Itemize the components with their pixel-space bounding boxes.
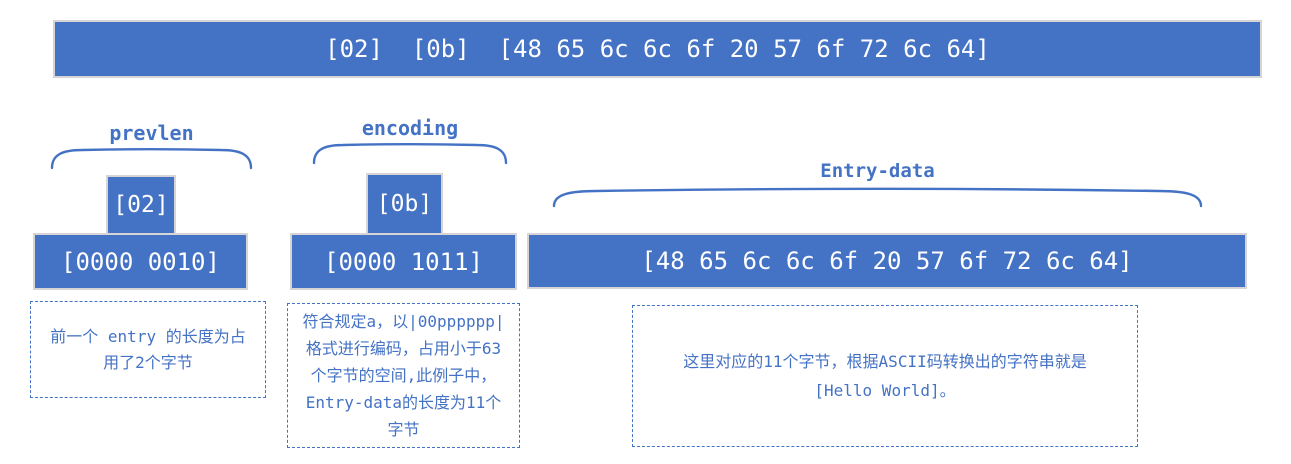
encoding-binary-value: [0000 1011]	[324, 247, 483, 276]
entry-data-hex-value: [48 65 6c 6c 6f 20 57 6f 72 6c 64]	[641, 247, 1133, 275]
encoding-label: encoding	[361, 116, 459, 140]
entry-data-label: Entry-data	[820, 160, 935, 182]
prevlen-brace	[50, 148, 253, 170]
prevlen-note: 前一个 entry 的长度为占 用了2个字节	[30, 301, 266, 398]
prevlen-binary-value: [0000 0010]	[61, 247, 220, 276]
prevlen-byte-value: [02]	[113, 192, 169, 218]
prevlen-note-text: 前一个 entry 的长度为占 用了2个字节	[50, 326, 246, 372]
entry-bytes-bar: [02] [0b] [48 65 6c 6c 6f 20 57 6f 72 6c…	[53, 20, 1262, 78]
entry-data-note-text: 这里对应的11个字节，根据ASCII码转换出的字符串就是 [Hello Worl…	[683, 352, 1087, 400]
encoding-note: 符合规定a，以|00pppppp| 格式进行编码，占用小于63 个字节的空间,此…	[287, 303, 520, 448]
prevlen-byte-box: [02]	[106, 175, 176, 235]
encoding-byte-box: [0b]	[366, 173, 443, 235]
entry-data-note: 这里对应的11个字节，根据ASCII码转换出的字符串就是 [Hello Worl…	[632, 305, 1138, 447]
encoding-brace	[312, 143, 508, 165]
encoding-binary-box: [0000 1011]	[290, 233, 517, 290]
prevlen-label: prevlen	[109, 121, 194, 145]
encoding-note-text: 符合规定a，以|00pppppp| 格式进行编码，占用小于63 个字节的空间,此…	[302, 312, 505, 439]
prevlen-binary-box: [0000 0010]	[33, 233, 248, 290]
entry-data-brace	[552, 187, 1203, 208]
entry-data-hex-box: [48 65 6c 6c 6f 20 57 6f 72 6c 64]	[527, 233, 1247, 289]
encoding-byte-value: [0b]	[376, 191, 433, 217]
entry-bytes-text: [02] [0b] [48 65 6c 6c 6f 20 57 6f 72 6c…	[325, 35, 990, 63]
